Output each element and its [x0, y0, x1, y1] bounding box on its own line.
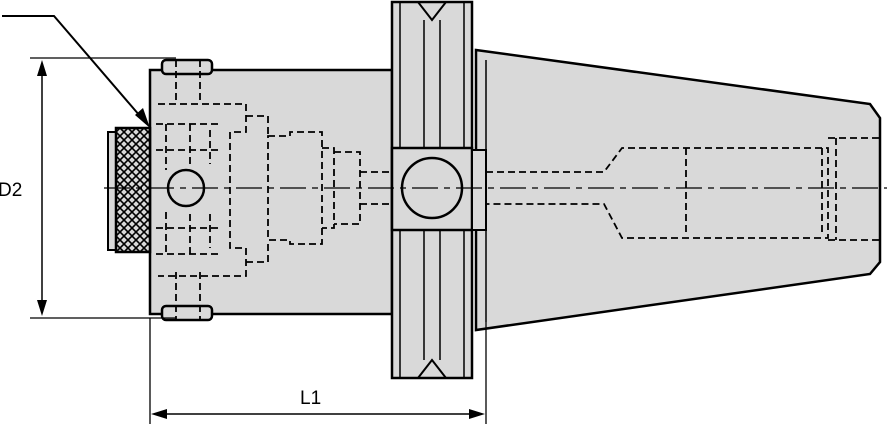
diameter-label: D2	[0, 180, 22, 201]
knurled-nut	[107, 126, 152, 254]
hidden-lines	[156, 60, 880, 320]
leader-arrow	[2, 15, 150, 128]
diameter-dimension: D2	[0, 57, 176, 319]
length-label: L1	[300, 388, 321, 409]
taper-shank	[474, 48, 882, 332]
length-dimension: L1	[149, 318, 487, 424]
flange	[390, 0, 487, 380]
